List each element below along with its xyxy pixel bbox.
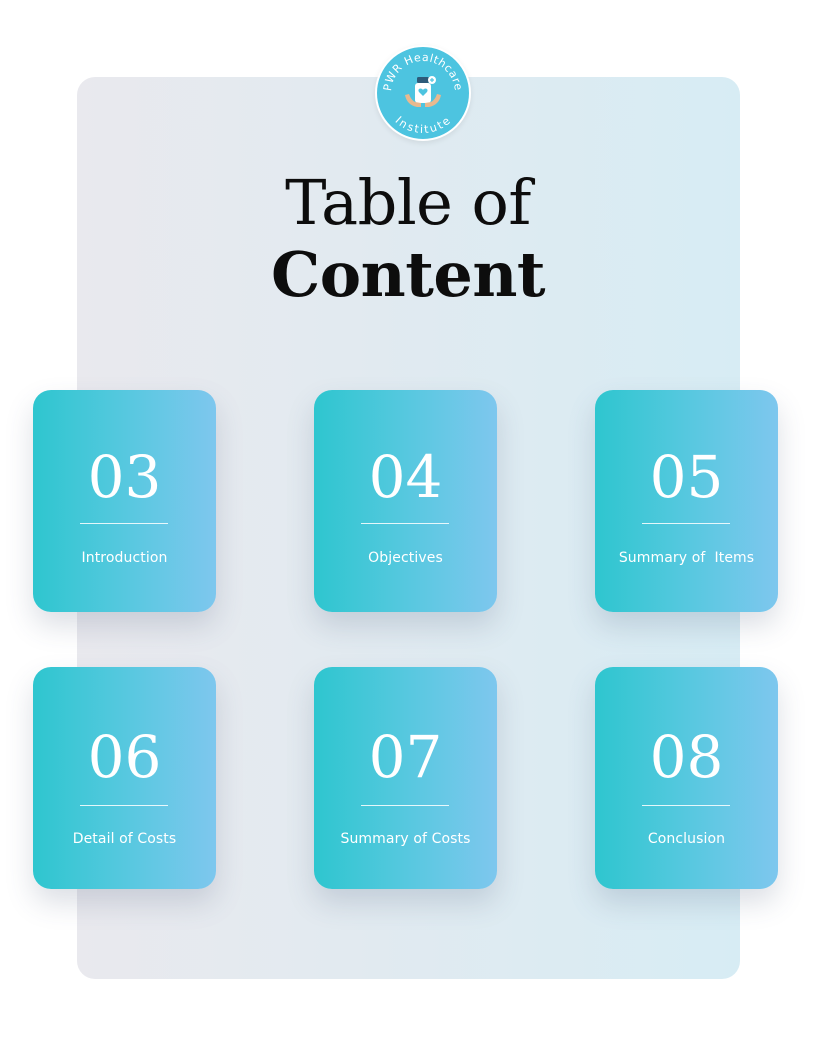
toc-card-introduction[interactable]: 03 Introduction [33, 390, 216, 612]
toc-page-number: 08 [649, 723, 724, 791]
toc-section-label: Summary of Costs [340, 831, 471, 847]
page-title-line1: Table of [285, 166, 531, 239]
toc-card-summary-of-costs[interactable]: 07 Summary of Costs [314, 667, 497, 889]
toc-card-summary-of-items[interactable]: 05 Summary of Items [595, 390, 778, 612]
toc-section-label: Conclusion [647, 831, 726, 847]
toc-page-number: 06 [87, 723, 162, 791]
toc-page-number: 05 [649, 443, 724, 511]
toc-section-label: Introduction [81, 550, 168, 566]
toc-page-number: 04 [368, 443, 443, 511]
logo-mark: PWR Healthcare Institute [381, 51, 464, 136]
toc-section-label: Summary of Items [618, 550, 755, 566]
divider [361, 805, 449, 806]
page-title-line2: Content [270, 238, 546, 311]
divider [642, 523, 730, 524]
toc-section-label: Objectives [368, 550, 443, 566]
divider [80, 805, 168, 806]
toc-page-number: 07 [368, 723, 443, 791]
divider [361, 523, 449, 524]
svg-text:Institute: Institute [393, 114, 453, 136]
toc-page-number: 03 [87, 443, 162, 511]
toc-card-objectives[interactable]: 04 Objectives [314, 390, 497, 612]
toc-section-label: Detail of Costs [72, 831, 177, 847]
divider [642, 805, 730, 806]
toc-card-conclusion[interactable]: 08 Conclusion [595, 667, 778, 889]
toc-card-detail-of-costs[interactable]: 06 Detail of Costs [33, 667, 216, 889]
brand-logo: PWR Healthcare Institute [375, 45, 471, 141]
divider [80, 523, 168, 524]
logo-text-bottom: Institute [393, 114, 453, 136]
hands-holding-heart-bottle-icon [405, 76, 441, 107]
